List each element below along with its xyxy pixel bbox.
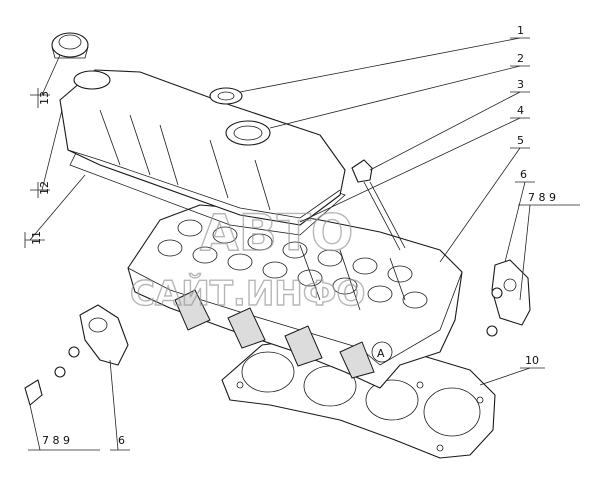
grommet (209, 87, 243, 105)
callout-4: 4 (517, 104, 524, 117)
callout-6-left: 6 (118, 434, 125, 447)
callout-12: 12 (38, 181, 51, 195)
callout-6-right: 6 (520, 168, 527, 181)
rocker-cover (59, 69, 346, 226)
watermark: АВТО САЙТ.ИНФО (129, 203, 366, 314)
callout-11: 11 (30, 231, 43, 245)
callout-1: 1 (517, 24, 524, 37)
callouts: 1 2 3 4 5 6 7 8 9 10 11 12 13 (24, 24, 580, 451)
oil-filler-cap (51, 32, 89, 59)
valve-springs-row (157, 219, 428, 309)
fasteners-left (24, 346, 80, 406)
callout-13: 13 (38, 91, 51, 105)
watermark-line1: АВТО (200, 204, 353, 262)
callout-789-left: 7 8 9 (42, 434, 70, 447)
push-rods (299, 244, 406, 311)
lifting-bracket-right (486, 259, 531, 337)
cylinder-head: A (127, 204, 463, 389)
callout-10: 10 (525, 354, 539, 367)
lifting-bracket-left (79, 304, 129, 366)
callout-5: 5 (517, 134, 524, 147)
washer-right (486, 325, 498, 337)
mark-a-circle (371, 341, 393, 363)
callout-2: 2 (517, 52, 524, 65)
stud-bolt (351, 159, 406, 251)
callout-3: 3 (517, 78, 524, 91)
bolt-right (491, 287, 503, 299)
callout-789-right: 7 8 9 (528, 191, 556, 204)
mark-a-label: A (377, 347, 385, 360)
oil-filler-neck (73, 70, 111, 90)
watermark-line2: САЙТ.ИНФО (130, 273, 365, 314)
breather-neck (225, 120, 271, 146)
